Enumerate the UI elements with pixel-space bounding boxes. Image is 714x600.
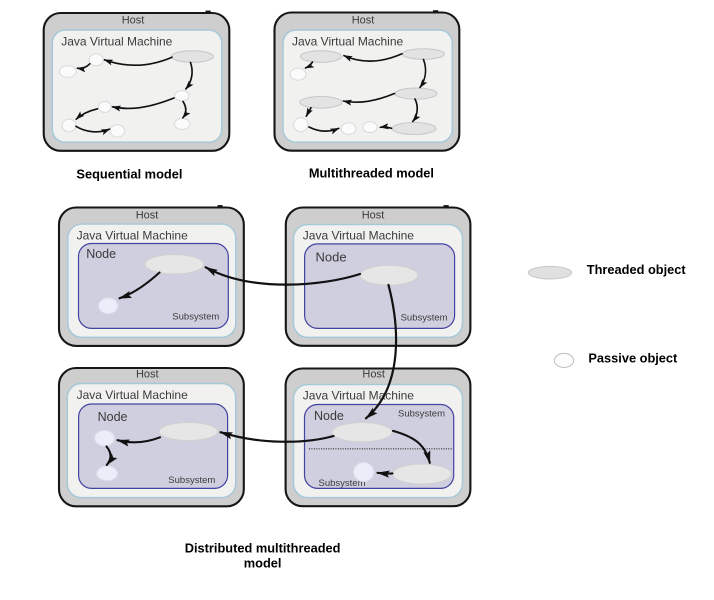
svg-text:Java Virtual Machine: Java Virtual Machine [61,35,172,49]
svg-text:model: model [244,556,282,571]
svg-text:Multithreaded model: Multithreaded model [309,165,434,180]
svg-text:Host: Host [362,368,385,380]
svg-text:Subsystem: Subsystem [319,478,366,489]
svg-text:Threaded object: Threaded object [587,262,687,277]
svg-text:Java Virtual Machine: Java Virtual Machine [303,389,414,403]
svg-text:Host: Host [136,209,159,221]
svg-text:Distributed multithreaded: Distributed multithreaded [185,541,341,556]
svg-text:Sequential model: Sequential model [76,166,182,181]
svg-text:Node: Node [314,409,344,423]
svg-text:Java Virtual Machine: Java Virtual Machine [303,229,414,243]
svg-text:Java Virtual Machine: Java Virtual Machine [292,35,403,49]
svg-text:Subsystem: Subsystem [168,475,215,486]
svg-text:Host: Host [352,15,375,27]
svg-text:Host: Host [362,209,385,221]
svg-text:Node: Node [98,410,128,424]
svg-text:Node: Node [86,247,116,261]
svg-text:Subsystem: Subsystem [401,313,448,324]
svg-text:Java Virtual Machine: Java Virtual Machine [77,388,188,402]
svg-text:Java Virtual Machine: Java Virtual Machine [77,229,188,243]
svg-text:Host: Host [122,15,145,27]
svg-text:Node: Node [316,250,347,265]
svg-text:Passive object: Passive object [588,351,678,366]
svg-text:Subsystem: Subsystem [398,408,445,419]
svg-text:Subsystem: Subsystem [172,312,219,323]
svg-text:Host: Host [136,368,159,380]
